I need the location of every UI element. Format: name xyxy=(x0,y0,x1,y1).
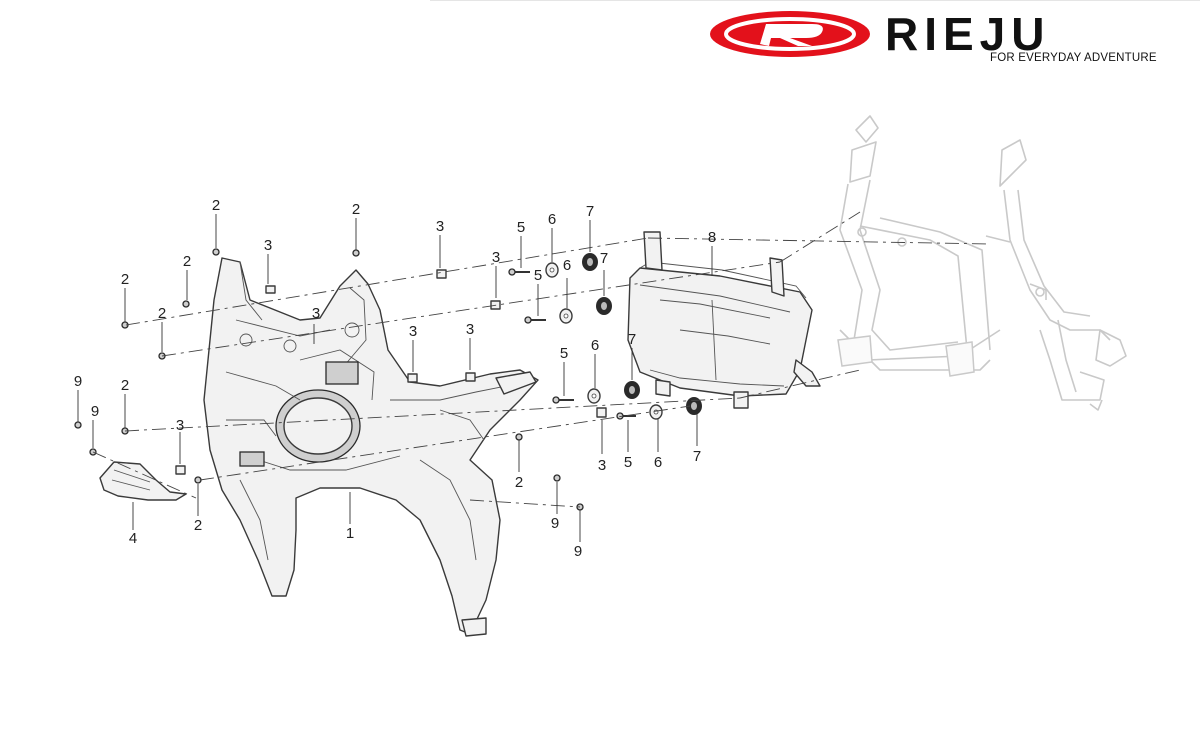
callout-5: 5 xyxy=(624,454,632,471)
brand-tagline: FOR EVERYDAY ADVENTURE xyxy=(990,52,1157,64)
frame-outline-ghost xyxy=(837,115,1127,411)
callout-3: 3 xyxy=(312,305,320,322)
callout-3: 3 xyxy=(409,323,417,340)
callout-7: 7 xyxy=(600,250,608,267)
callout-5: 5 xyxy=(560,345,568,362)
callout-6: 6 xyxy=(654,454,662,471)
callout-3: 3 xyxy=(466,321,474,338)
callout-2: 2 xyxy=(183,253,191,270)
callout-7: 7 xyxy=(693,448,701,465)
callout-6: 6 xyxy=(548,211,556,228)
callout-2: 2 xyxy=(352,201,360,218)
callout-2: 2 xyxy=(158,305,166,322)
header-rule xyxy=(430,0,1200,1)
callout-3: 3 xyxy=(436,218,444,235)
fasteners xyxy=(74,248,702,511)
headlight-unit xyxy=(627,231,821,409)
callout-1: 1 xyxy=(346,525,354,542)
callout-3: 3 xyxy=(598,457,606,474)
alignment-lines xyxy=(92,211,991,508)
small-cover-part-4 xyxy=(99,461,187,501)
callout-3: 3 xyxy=(264,237,272,254)
callout-3: 3 xyxy=(176,417,184,434)
leader-lines xyxy=(77,214,713,542)
callout-labels: 2 3 2 2 2 2 3 3 3 3 3 5 6 7 5 6 7 8 7 5 … xyxy=(74,197,716,560)
logo-ring xyxy=(724,17,856,51)
callout-5: 5 xyxy=(517,219,525,236)
callout-8: 8 xyxy=(708,229,716,246)
callout-4: 4 xyxy=(129,530,137,547)
callout-7: 7 xyxy=(586,203,594,220)
callout-9: 9 xyxy=(91,403,99,420)
rieju-logo: RIEJU xyxy=(710,8,1050,60)
callout-6: 6 xyxy=(591,337,599,354)
callout-9: 9 xyxy=(74,373,82,390)
callout-2: 2 xyxy=(121,271,129,288)
logo-r-mark xyxy=(760,24,823,46)
callout-2: 2 xyxy=(194,517,202,534)
callout-2: 2 xyxy=(121,377,129,394)
front-fairing-bracket xyxy=(203,257,539,637)
callout-5: 5 xyxy=(534,267,542,284)
callout-9: 9 xyxy=(551,515,559,532)
callout-3: 3 xyxy=(492,249,500,266)
callout-2: 2 xyxy=(212,197,220,214)
callout-9: 9 xyxy=(574,543,582,560)
callout-6: 6 xyxy=(563,257,571,274)
brand-wordmark: RIEJU xyxy=(885,8,1050,60)
callout-2: 2 xyxy=(515,474,523,491)
callout-7: 7 xyxy=(628,331,636,348)
